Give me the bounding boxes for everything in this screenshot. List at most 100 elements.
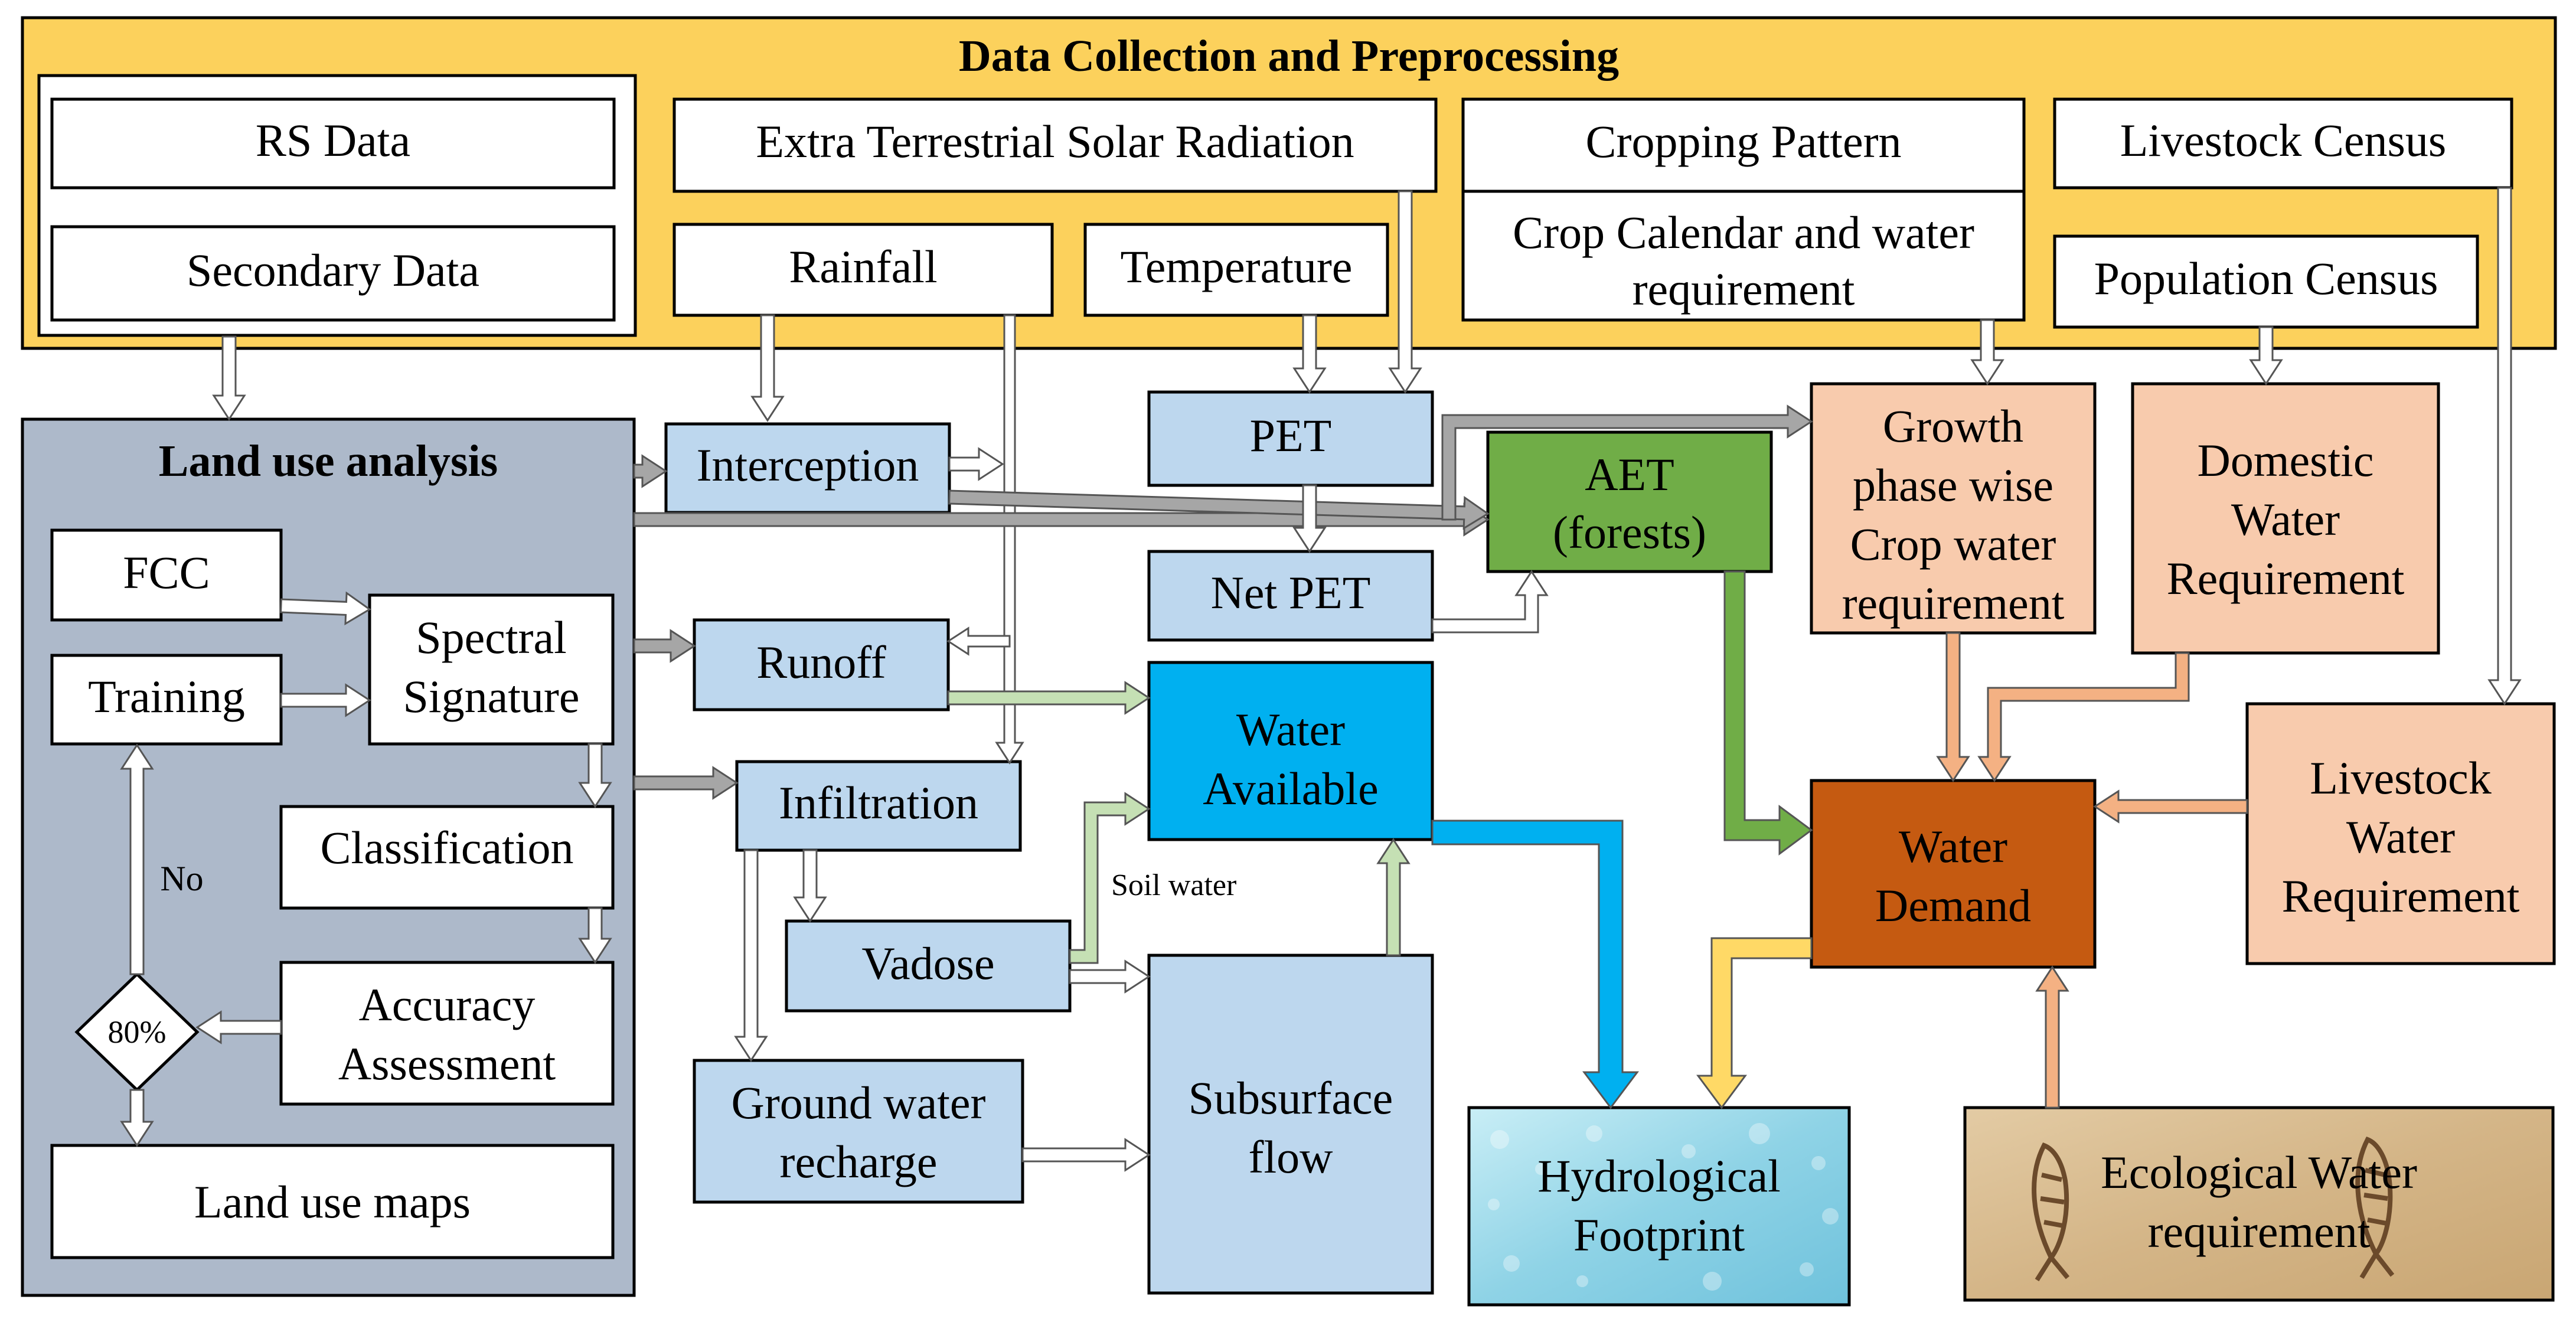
arrow-pet-to-netpet xyxy=(1292,484,1327,553)
fish-fossil-icon-2 xyxy=(2355,1137,2395,1279)
temperature-label: Temperature xyxy=(1121,241,1353,292)
livestock-water-box xyxy=(2245,702,2556,965)
arrow-spectral-to-classification xyxy=(578,743,612,808)
temperature-box xyxy=(1083,223,1389,317)
arrow-groundwater-to-subsurface xyxy=(1021,1138,1151,1172)
domestic-label-2: Water xyxy=(2231,494,2340,545)
arrow-pet-to-crop xyxy=(1441,404,1813,521)
water-droplets-texture xyxy=(1488,1123,1839,1291)
arrow-classification-to-accuracy xyxy=(578,907,612,964)
arrow-domestic-to-waterdemand xyxy=(1977,652,2190,782)
spectral-label-2: Signature xyxy=(403,671,580,722)
arrow-interception-to-aet xyxy=(948,489,1490,530)
arrow-vadose-to-wateravailable xyxy=(1069,792,1151,964)
crop-water-label-2: phase wise xyxy=(1853,459,2053,511)
arrow-solar-to-pet xyxy=(1388,190,1422,394)
livestock-census-box xyxy=(2053,97,2513,190)
livestock-label-3: Requirement xyxy=(2282,870,2520,922)
band-title: Data Collection and Preprocessing xyxy=(959,31,1619,81)
livestock-census-label: Livestock Census xyxy=(2120,115,2446,166)
aet-label-2: (forests) xyxy=(1553,507,1706,558)
classification-box xyxy=(279,805,615,910)
arrow-accuracy-to-decision xyxy=(195,1010,282,1044)
crop-calendar-label-2: requirement xyxy=(1633,263,1855,315)
water-demand-label-1: Water xyxy=(1899,821,2007,872)
secondary-data-label: Secondary Data xyxy=(187,244,479,296)
arrow-temperature-to-pet xyxy=(1292,314,1327,394)
crop-calendar-box xyxy=(1461,190,2026,322)
rainfall-box xyxy=(672,223,1054,317)
runoff-label: Runoff xyxy=(756,636,886,688)
arrow-vadose-to-subsurface xyxy=(1069,959,1151,994)
crop-water-label-3: Crop water xyxy=(1850,518,2056,570)
arrow-decision-to-training xyxy=(120,743,154,975)
fcc-box xyxy=(50,528,283,622)
spectral-signature-box xyxy=(368,593,615,746)
ecological-label-1: Ecological Water xyxy=(2101,1147,2417,1198)
domestic-water-box xyxy=(2131,382,2440,655)
population-census-box xyxy=(2053,234,2479,329)
rs-data-label: RS Data xyxy=(256,115,410,166)
arrow-infiltration-to-vadose xyxy=(793,849,827,923)
arrow-crop-to-waterdemand xyxy=(1936,632,1970,782)
ecological-water-box xyxy=(1963,1106,2555,1302)
connector-arrows xyxy=(120,187,2522,1172)
arrow-rainfall-to-runoff xyxy=(946,626,1011,656)
arrow-ecological-to-waterdemand xyxy=(2035,965,2069,1109)
ecological-label-2: requirement xyxy=(2148,1206,2371,1257)
livestock-label-2: Water xyxy=(2346,811,2455,863)
classification-label: Classification xyxy=(321,822,574,873)
arrow-infiltration-to-groundwater xyxy=(734,849,768,1062)
fcc-label: FCC xyxy=(123,547,210,598)
arrow-livestock-census-to-livestock xyxy=(2487,187,2522,706)
arrow-training-to-spectral xyxy=(280,683,371,717)
pet-box xyxy=(1147,390,1434,487)
arrow-rainfall-to-infiltration xyxy=(995,314,1024,765)
crop-water-label-1: Growth xyxy=(1883,400,2023,452)
groundwater-label-2: recharge xyxy=(779,1136,937,1187)
arrow-waterdemand-to-footprint xyxy=(1696,937,1813,1109)
land-use-maps-box xyxy=(50,1144,615,1259)
land-use-maps-label: Land use maps xyxy=(194,1176,471,1227)
subsurface-flow-box xyxy=(1147,954,1434,1295)
arrow-livestock-to-waterdemand xyxy=(2093,789,2248,824)
arrow-decision-to-maps xyxy=(120,1089,154,1147)
domestic-label-1: Domestic xyxy=(2198,435,2374,486)
water-available-box xyxy=(1147,661,1434,841)
infiltration-label: Infiltration xyxy=(779,777,978,828)
subsurface-label-1: Subsurface xyxy=(1189,1072,1393,1124)
groundwater-recharge-box xyxy=(693,1059,1024,1204)
soil-water-label: Soil water xyxy=(1111,869,1236,902)
arrow-crop-calendar-to-crop xyxy=(1970,319,2004,386)
arrow-aet-to-waterdemand xyxy=(1723,570,1813,856)
subsurface-label-2: flow xyxy=(1249,1131,1333,1183)
arrow-rainfall-to-interception xyxy=(750,314,785,422)
rainfall-label: Rainfall xyxy=(789,241,937,292)
groundwater-label-1: Ground water xyxy=(731,1077,985,1128)
decision-label: 80% xyxy=(108,1014,166,1050)
accuracy-label-1: Accuracy xyxy=(359,979,536,1030)
fish-fossil-icon xyxy=(2032,1142,2070,1282)
secondary-data-box xyxy=(50,225,616,322)
crop-water-box xyxy=(1810,382,2097,635)
net-pet-box xyxy=(1147,550,1434,642)
water-available-label-2: Available xyxy=(1203,763,1378,814)
runoff-box xyxy=(693,618,950,711)
accuracy-label-2: Assessment xyxy=(338,1038,556,1089)
training-box xyxy=(50,654,283,746)
arrow-wateravailable-to-footprint xyxy=(1431,820,1639,1109)
water-demand-box xyxy=(1810,779,2097,969)
cropping-pattern-label: Cropping Pattern xyxy=(1585,116,1901,167)
arrow-secondary-to-landuse xyxy=(212,335,246,421)
crop-calendar-label-1: Crop Calendar and water xyxy=(1513,207,1974,258)
arrow-population-to-domestic xyxy=(2249,326,2283,386)
arrow-landuse-to-infiltration xyxy=(633,766,739,800)
aet-label-1: AET xyxy=(1585,449,1674,500)
solar-radiation-box xyxy=(672,97,1438,193)
water-available-label-1: Water xyxy=(1236,704,1345,755)
arrow-interception-to-pet-line xyxy=(948,447,1004,481)
no-label: No xyxy=(160,859,203,898)
arrow-landuse-to-interception xyxy=(633,454,668,488)
cropping-pattern-box xyxy=(1461,97,2026,193)
